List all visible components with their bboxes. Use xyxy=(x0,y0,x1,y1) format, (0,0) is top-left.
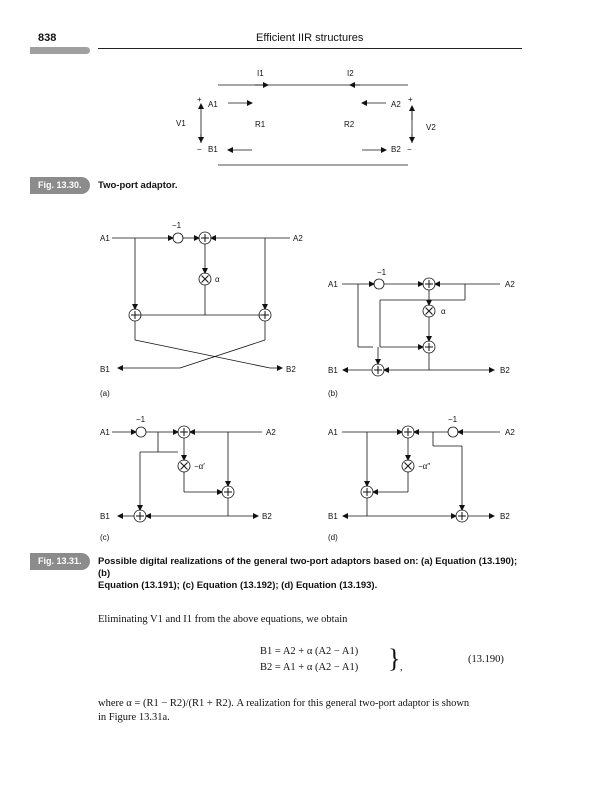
a-label: (a) xyxy=(100,389,110,398)
d-minus-one: −1 xyxy=(448,415,458,424)
label-v1: V1 xyxy=(176,119,186,128)
c-b2: B2 xyxy=(262,512,272,521)
equation-line-2: B2 = A1 + α (A2 − A1) xyxy=(260,662,359,673)
adder-plus-icon xyxy=(201,234,209,242)
c-a2: A2 xyxy=(266,428,276,437)
b-label: (b) xyxy=(328,389,338,398)
d-label: (d) xyxy=(328,533,338,542)
panel-b-diagram xyxy=(342,277,500,377)
b-b2: B2 xyxy=(500,366,510,375)
b-minus-one: −1 xyxy=(377,268,387,277)
label-r1: R1 xyxy=(255,120,266,129)
label-a2: A2 xyxy=(391,100,401,109)
b-a2: A2 xyxy=(505,280,515,289)
multiplier-cross-icon xyxy=(425,307,433,315)
adder-plus-icon xyxy=(374,366,382,374)
b-a1: A1 xyxy=(328,280,338,289)
adder-plus-icon xyxy=(425,343,433,351)
d-b1: B1 xyxy=(328,512,338,521)
fig-1330-caption: Two-port adaptor. xyxy=(98,180,178,191)
fig-1331-tag: Fig. 13.31. xyxy=(30,553,90,570)
a-a2: A2 xyxy=(293,234,303,243)
panel-c-diagram xyxy=(112,425,262,523)
equation-comma: , xyxy=(400,662,403,673)
paragraph-where-line2: in Figure 13.31a. xyxy=(98,712,170,723)
paragraph-eliminating: Eliminating V1 and I1 from the above equ… xyxy=(98,614,348,625)
label-minus-right: − xyxy=(407,145,412,154)
c-alpha: −α′ xyxy=(194,462,205,471)
label-minus-left: − xyxy=(197,145,202,154)
a-alpha: α xyxy=(215,275,220,284)
fig-1331-caption: Possible digital realizations of the gen… xyxy=(98,556,520,592)
adder-plus-icon xyxy=(363,488,371,496)
adder-plus-icon xyxy=(224,488,232,496)
adder-plus-icon xyxy=(180,428,188,436)
label-plus-left: + xyxy=(197,95,202,104)
adder-plus-icon xyxy=(261,311,269,319)
c-label: (c) xyxy=(100,533,110,542)
d-b2: B2 xyxy=(500,512,510,521)
b-b1: B1 xyxy=(328,366,338,375)
a-b2: B2 xyxy=(286,365,296,374)
page-header: 838 Efficient IIR structures xyxy=(0,30,608,60)
adder-plus-icon xyxy=(404,428,412,436)
multiplier-cross-icon xyxy=(201,275,209,283)
c-b1: B1 xyxy=(100,512,110,521)
a-a1: A1 xyxy=(100,234,110,243)
fig-1331-caption-line1: Possible digital realizations of the gen… xyxy=(98,556,518,579)
label-b2: B2 xyxy=(391,145,401,154)
label-i2: I2 xyxy=(347,69,354,78)
label-r2: R2 xyxy=(344,120,355,129)
page-number: 838 xyxy=(38,32,57,44)
equation-brace: } xyxy=(388,644,401,673)
panel-a-diagram xyxy=(112,231,290,371)
paragraph-where-line1: where α = (R1 − R2)/(R1 + R2). A realiza… xyxy=(98,698,470,709)
fig-1331-caption-line2: Equation (13.191); (c) Equation (13.192)… xyxy=(98,580,378,591)
label-v2: V2 xyxy=(426,123,436,132)
adder-plus-icon xyxy=(458,512,466,520)
paragraph-where: where α = (R1 − R2)/(R1 + R2). A realiza… xyxy=(98,697,518,725)
equation-line-1: B1 = A2 + α (A2 − A1) xyxy=(260,646,359,657)
multiplier-cross-icon xyxy=(180,462,188,470)
d-alpha: −α″ xyxy=(418,462,430,471)
c-minus-one: −1 xyxy=(136,415,146,424)
adder-plus-icon xyxy=(136,512,144,520)
running-head: Efficient IIR structures xyxy=(256,32,364,44)
adder-plus-icon xyxy=(425,280,433,288)
b-alpha: α xyxy=(441,307,446,316)
label-plus-right: + xyxy=(408,95,413,104)
multiplier-cross-icon xyxy=(404,462,412,470)
header-tab-bar xyxy=(30,47,90,54)
a-minus-one: −1 xyxy=(172,221,182,230)
fig-1330-tag: Fig. 13.30. xyxy=(30,177,90,194)
panel-d-diagram xyxy=(342,425,500,523)
adder-plus-icon xyxy=(131,311,139,319)
label-a1: A1 xyxy=(208,100,218,109)
label-i1: I1 xyxy=(257,69,264,78)
a-b1: B1 xyxy=(100,365,110,374)
header-rule xyxy=(98,48,522,49)
label-b1: B1 xyxy=(208,145,218,154)
d-a2: A2 xyxy=(505,428,515,437)
c-a1: A1 xyxy=(100,428,110,437)
equation-number: (13.190) xyxy=(468,654,504,665)
two-port-adaptor-diagram xyxy=(198,82,415,166)
d-a1: A1 xyxy=(328,428,338,437)
